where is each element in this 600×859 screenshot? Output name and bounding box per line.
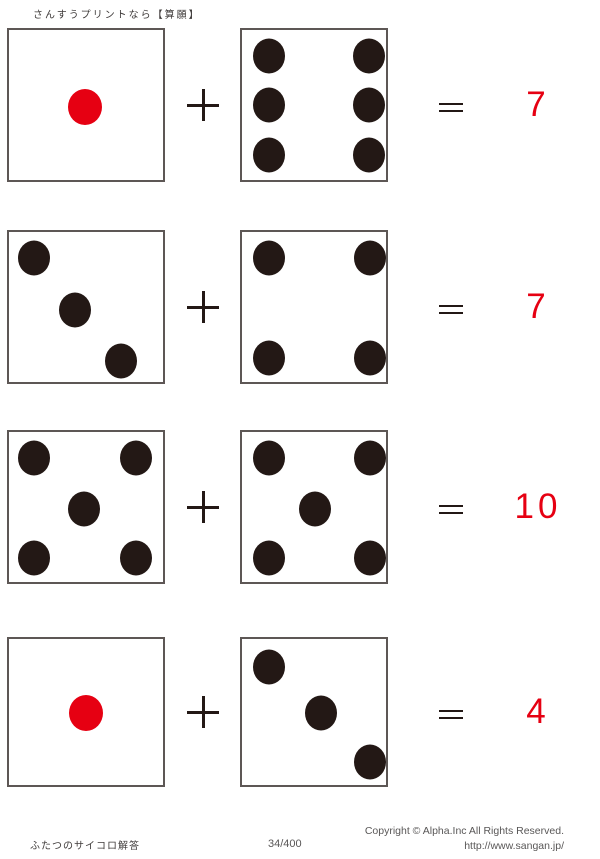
footer-worksheet-label: ふたつのサイコロ解答 [30,841,140,852]
black-pip [305,695,338,731]
answer-value: 10 [514,487,562,526]
problem-row-3: 10 [0,430,600,584]
black-pip [354,540,387,576]
equals-sign [439,505,463,514]
die-left [7,230,165,384]
equals-sign [439,710,463,719]
problem-row-2: 7 [0,230,600,384]
black-pip [253,649,286,685]
problem-row-1: 7 [0,28,600,182]
black-pip [354,744,387,780]
black-pip [253,440,286,475]
page-title: さんすうプリントなら【算願】 [33,10,201,21]
black-pip [18,440,51,475]
black-pip [353,38,386,73]
copyright-text: Copyright © Alpha.Inc All Rights Reserve… [364,825,564,837]
black-pip [252,137,285,172]
black-pip [353,87,386,123]
black-pip [354,440,387,475]
black-pip [354,340,387,376]
black-pip [299,491,332,526]
black-pip [68,491,101,526]
black-pip [354,240,387,275]
black-pip [253,240,286,275]
black-pip [253,340,286,376]
die-left [7,430,165,584]
red-pip [69,695,103,732]
black-pip [252,38,285,73]
black-pip [17,240,50,275]
die-right [240,637,388,787]
black-pip [120,440,153,475]
equals-sign [439,103,463,112]
answer-value: 7 [526,287,550,326]
footer-page-number: 34/400 [268,838,302,850]
black-pip [18,540,51,576]
plus-sign [187,491,219,523]
black-pip [105,343,138,379]
equals-sign [439,305,463,314]
black-pip [120,540,153,576]
footer-copyright: Copyright © Alpha.Inc All Rights Reserve… [365,824,564,853]
answer-value: 4 [526,692,550,731]
black-pip [252,87,285,123]
die-right [240,230,388,384]
die-right [240,28,388,182]
black-pip [353,137,386,172]
die-right [240,430,388,584]
plus-sign [187,89,219,121]
plus-sign [187,291,219,323]
die-left [7,28,165,182]
die-left [7,637,165,787]
red-pip [68,88,103,125]
black-pip [253,540,286,576]
answer-value: 7 [526,85,550,124]
website-url: http://www.sangan.jp/ [464,839,564,852]
plus-sign [187,696,219,728]
black-pip [59,292,92,328]
problem-row-4: 4 [0,637,600,787]
